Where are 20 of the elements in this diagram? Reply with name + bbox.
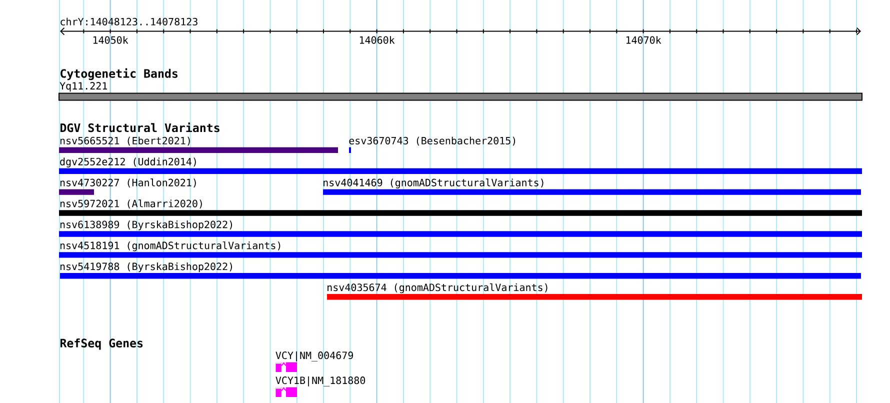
variant-label: nsv4035674 (gnomADStructuralVariants) [328, 283, 548, 294]
variant-label: nsv5665521 (Ebert2021) [60, 136, 190, 146]
variant-label: nsv4041469 (gnomADStructuralVariants) [324, 178, 544, 188]
variant-label: esv3670743 (Besenbacher2015) [349, 136, 516, 146]
variant-label: nsv6138989 (ByrskaBishop2022) [60, 220, 232, 230]
tick-label: 14060k [360, 36, 395, 44]
track-title: RefSeq Genes [60, 338, 143, 350]
track-title: DGV Structural Variants [60, 122, 220, 132]
tick-label: 14070k [626, 36, 662, 44]
variant-label: nsv4730227 (Hanlon2021) [60, 178, 196, 188]
variant-label: dgv2552e212 (Uddin2014) [60, 158, 196, 168]
variant-label: nsv5972021 (Almarri2020) [60, 200, 202, 208]
variant-label: nsv4518191 (gnomADStructuralVariants) [60, 241, 280, 252]
tick-label: 14050k [93, 36, 128, 44]
variant-label: nsv5419788 (ByrskaBishop2022) [60, 262, 232, 272]
gene-label: VCY|NM_004679 [276, 351, 353, 362]
coordinate-label: chrY:14048123..14078123 [60, 18, 198, 26]
track-title: Cytogenetic Bands [60, 68, 178, 80]
gene-label: VCY1B|NM_181880 [276, 376, 366, 386]
band-label: Yq11.221 [60, 82, 107, 92]
